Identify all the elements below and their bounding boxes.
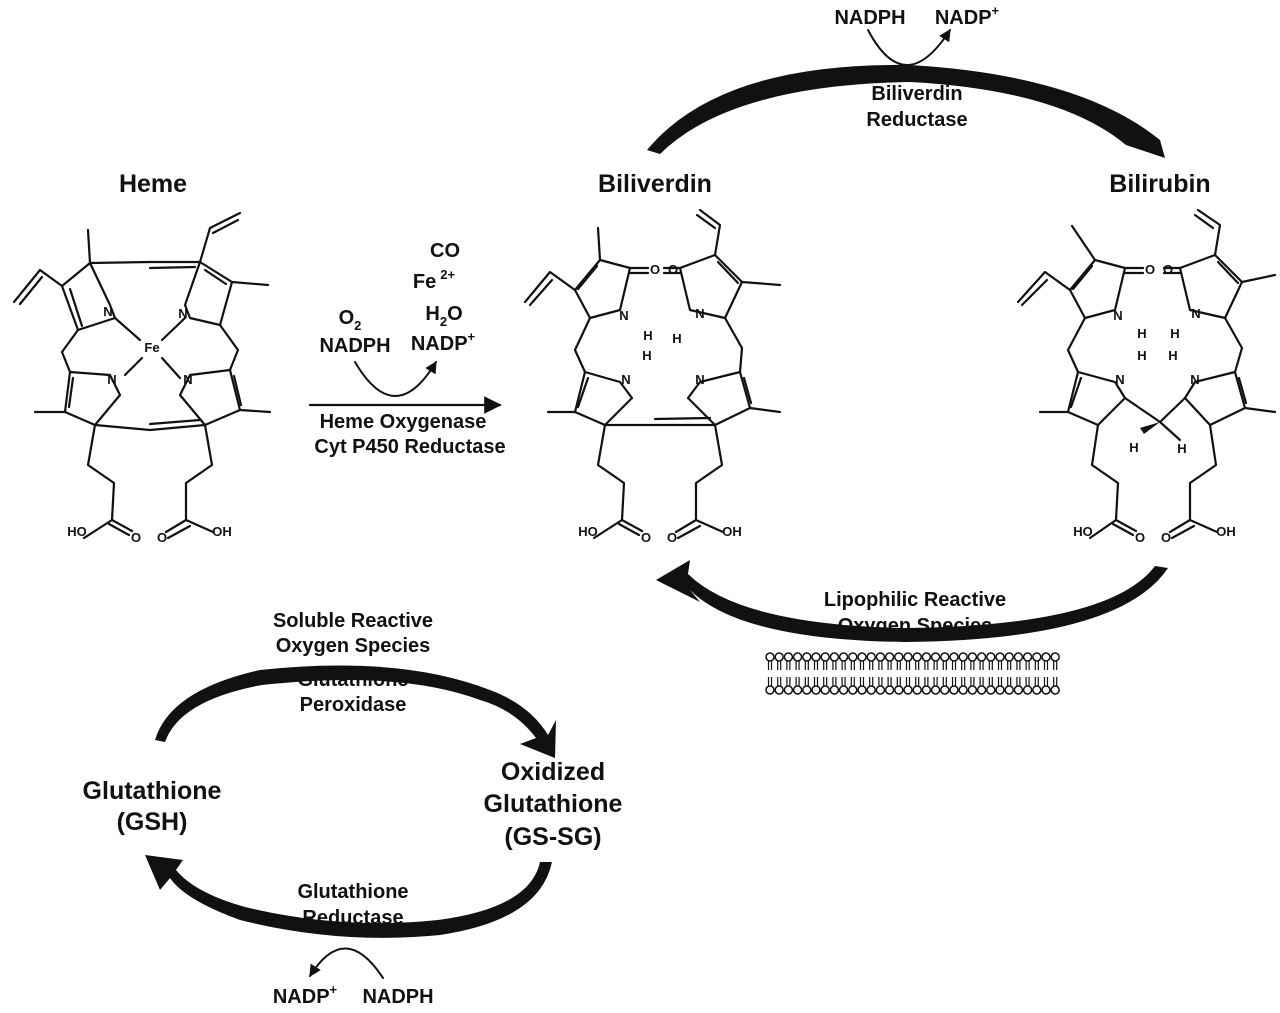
biliverdin-oh: OH <box>722 524 742 539</box>
gr-nadp-label: NADP+ <box>273 982 338 1008</box>
br-nadph-label: NADPH <box>834 7 905 29</box>
biliverdin-h-1: H <box>643 328 652 343</box>
heme-n-d: N <box>107 372 116 387</box>
gsh-label-1: Glutathione <box>83 777 222 805</box>
nadp-out-label: NADP+ <box>411 329 476 355</box>
lipophilic-ros-label-2: Oxygen Species <box>838 615 993 637</box>
soluble-ros-label-1: Soluble Reactive <box>273 610 433 632</box>
bilirubin-title: Bilirubin <box>1109 170 1210 198</box>
co-label: CO <box>430 240 460 262</box>
heme-n-b: N <box>178 306 187 321</box>
lipophilic-ros-label-1: Lipophilic Reactive <box>824 589 1006 611</box>
glutathione-reductase-cofactor-arrow <box>309 947 384 979</box>
gssg-label-1: Oxidized <box>501 758 605 786</box>
heme-structure <box>12 211 272 540</box>
bilirubin-structure <box>1016 208 1277 540</box>
bilirubin-h-6: H <box>1177 441 1186 456</box>
biliverdin-o-2: O <box>667 530 677 545</box>
heme-oxygenase-label: Heme Oxygenase <box>320 411 487 433</box>
water-label: H2O <box>425 303 462 329</box>
gssg-label-3: (GS-SG) <box>504 823 601 851</box>
glutathione-peroxidase-label-1: Glutathione <box>297 669 408 691</box>
glutathione-peroxidase-arrow <box>155 665 556 758</box>
soluble-ros-label-2: Oxygen Species <box>276 635 431 657</box>
biliverdin-n-d: N <box>621 372 630 387</box>
biliverdin-h-3: H <box>642 348 651 363</box>
glutathione-reductase-label-1: Glutathione <box>297 881 408 903</box>
biliverdin-ho: HO <box>578 524 598 539</box>
biliverdin-reductase-cofactor-arrow <box>867 28 951 66</box>
glutathione-reductase-arrow <box>145 855 552 938</box>
gr-nadph-label: NADPH <box>362 986 433 1008</box>
bilirubin-n-a: N <box>1113 308 1122 323</box>
bilirubin-wedge <box>1140 422 1160 434</box>
nadph-in-label: NADPH <box>319 335 390 357</box>
o2-label: O2 <box>339 307 362 333</box>
bilirubin-o-1: O <box>1135 530 1145 545</box>
bilirubin-h-5: H <box>1129 440 1138 455</box>
bilirubin-o-2: O <box>1161 530 1171 545</box>
biliverdin-o-b: O <box>668 262 678 277</box>
heme-oh: OH <box>212 524 232 539</box>
heme-o-2: O <box>157 530 167 545</box>
biliverdin-structure <box>523 208 782 540</box>
biliverdin-h-2: H <box>672 331 681 346</box>
biliverdin-reductase-label-1: Biliverdin <box>871 83 962 105</box>
bilirubin-oh: OH <box>1216 524 1236 539</box>
heme-n-a: N <box>103 304 112 319</box>
biliverdin-reductase-label-2: Reductase <box>866 109 967 131</box>
bilirubin-n-d: N <box>1115 372 1124 387</box>
heme-n-c: N <box>183 372 192 387</box>
biliverdin-title: Biliverdin <box>598 170 712 198</box>
biliverdin-n-b: N <box>695 306 704 321</box>
bilirubin-n-b: N <box>1191 306 1200 321</box>
bilirubin-n-c: N <box>1190 372 1199 387</box>
heme-oxygenase-arrow <box>308 360 502 414</box>
heme-title: Heme <box>119 170 187 198</box>
biliverdin-o-1: O <box>641 530 651 545</box>
lipid-bilayer-icon <box>765 652 1060 695</box>
bilirubin-ho: HO <box>1073 524 1093 539</box>
glutathione-reductase-label-2: Reductase <box>302 907 403 929</box>
biliverdin-o-a: O <box>650 262 660 277</box>
br-nadp-label: NADP+ <box>935 3 1000 29</box>
bilirubin-o-a: O <box>1145 262 1155 277</box>
heme-fe: Fe <box>144 340 159 355</box>
biliverdin-n-a: N <box>619 308 628 323</box>
heme-o-1: O <box>131 530 141 545</box>
bilirubin-o-b: O <box>1163 262 1173 277</box>
lipophilic-ros-arrow <box>656 560 1168 642</box>
bilirubin-h-1: H <box>1137 326 1146 341</box>
heme-ho: HO <box>67 524 87 539</box>
bilirubin-h-2: H <box>1170 326 1179 341</box>
gsh-label-2: (GSH) <box>117 808 188 836</box>
biliverdin-n-c: N <box>695 372 704 387</box>
bilirubin-h-4: H <box>1168 348 1177 363</box>
gssg-label-2: Glutathione <box>484 790 623 818</box>
cyt-p450-reductase-label: Cyt P450 Reductase <box>314 436 505 458</box>
glutathione-peroxidase-label-2: Peroxidase <box>300 694 407 716</box>
biliverdin-reductase-arrow <box>647 64 1165 158</box>
bilirubin-h-3: H <box>1137 348 1146 363</box>
